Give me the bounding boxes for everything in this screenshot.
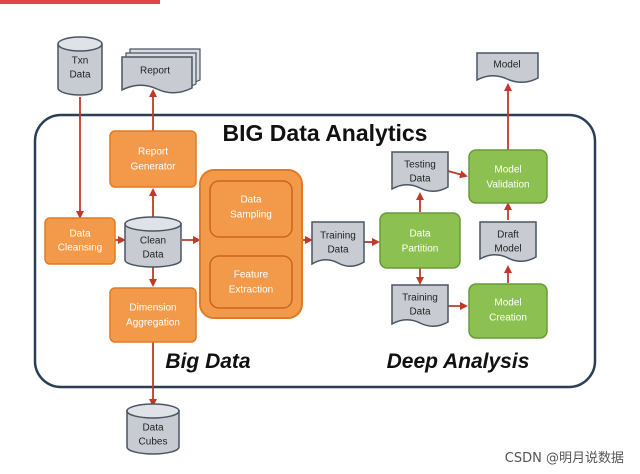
top-accent-bar	[0, 0, 160, 4]
feature-extraction-label-line2: Extraction	[229, 285, 273, 296]
data-sampling-label-line2: Sampling	[230, 210, 272, 221]
data-cubes-label-line2: Cubes	[139, 437, 168, 448]
dimension-aggregation-box: Dimension Aggregation	[109, 287, 197, 343]
section-label-big-data: Big Data	[165, 350, 251, 373]
training-lower-label-line1: Training	[402, 293, 438, 304]
training-data-document-lower: Training Data	[391, 284, 449, 327]
model-document: Model	[476, 52, 539, 83]
diagram-title: BIG Data Analytics	[223, 120, 428, 146]
data-sampling-label-line1: Data	[240, 195, 262, 206]
feature-extraction-box	[209, 255, 293, 309]
report-document-stack: Report	[121, 48, 201, 94]
training-main-label-line2: Data	[327, 245, 349, 256]
draft-model-label-line1: Draft	[497, 230, 519, 241]
txn-data-label-line1: Txn	[72, 56, 89, 67]
model-creation-label-line2: Creation	[489, 313, 527, 324]
txn-data-label-line2: Data	[69, 70, 91, 81]
sampling-feature-block: Data Sampling Feature Extraction	[199, 169, 303, 319]
clean-data-label-line2: Data	[142, 250, 164, 261]
report-generator-box: Report Generator	[109, 130, 197, 188]
data-sampling-box	[209, 180, 293, 238]
dimension-aggregation-label-line2: Aggregation	[126, 318, 180, 329]
draft-model-document: Draft Model	[479, 221, 537, 262]
report-generator-label-line1: Report	[138, 147, 168, 158]
model-validation-label-line2: Validation	[486, 180, 529, 191]
testing-data-document: Testing Data	[391, 151, 449, 192]
testing-data-label-line2: Data	[409, 174, 431, 185]
data-partition-label-line1: Data	[409, 229, 431, 240]
draft-model-label-line2: Model	[494, 244, 521, 255]
report-generator-label-line2: Generator	[130, 162, 176, 173]
data-partition-box: Data Partition	[379, 212, 461, 269]
csdn-watermark: CSDN @明月说数据	[505, 451, 624, 466]
feature-extraction-label-line1: Feature	[234, 270, 269, 281]
model-creation-box: Model Creation	[468, 283, 548, 339]
training-data-document-main: Training Data	[311, 221, 365, 267]
training-lower-label-line2: Data	[409, 307, 431, 318]
clean-data-label-line1: Clean	[140, 236, 166, 247]
model-validation-label-line1: Model	[494, 165, 521, 176]
data-cleansing-box: Data Cleansing	[44, 217, 116, 265]
dimension-aggregation-label-line1: Dimension	[129, 303, 176, 314]
data-cubes-label-line1: Data	[142, 423, 164, 434]
model-validation-box: Model Validation	[468, 149, 548, 204]
testing-data-label-line1: Testing	[404, 160, 436, 171]
report-document-label: Report	[140, 66, 170, 77]
txn-data-cylinder: Txn Data	[57, 36, 103, 96]
data-cleansing-label-line2: Cleansing	[58, 243, 102, 254]
data-partition-label-line2: Partition	[402, 244, 439, 255]
data-cleansing-label-line1: Data	[69, 229, 91, 240]
training-main-label-line1: Training	[320, 231, 356, 242]
model-creation-label-line1: Model	[494, 298, 521, 309]
data-cubes-cylinder: Data Cubes	[126, 403, 180, 455]
section-label-deep-analysis: Deep Analysis	[387, 350, 530, 373]
arrow-testing-to-validation	[447, 170, 468, 179]
model-document-label: Model	[493, 60, 520, 71]
clean-data-cylinder: Clean Data	[124, 216, 182, 268]
